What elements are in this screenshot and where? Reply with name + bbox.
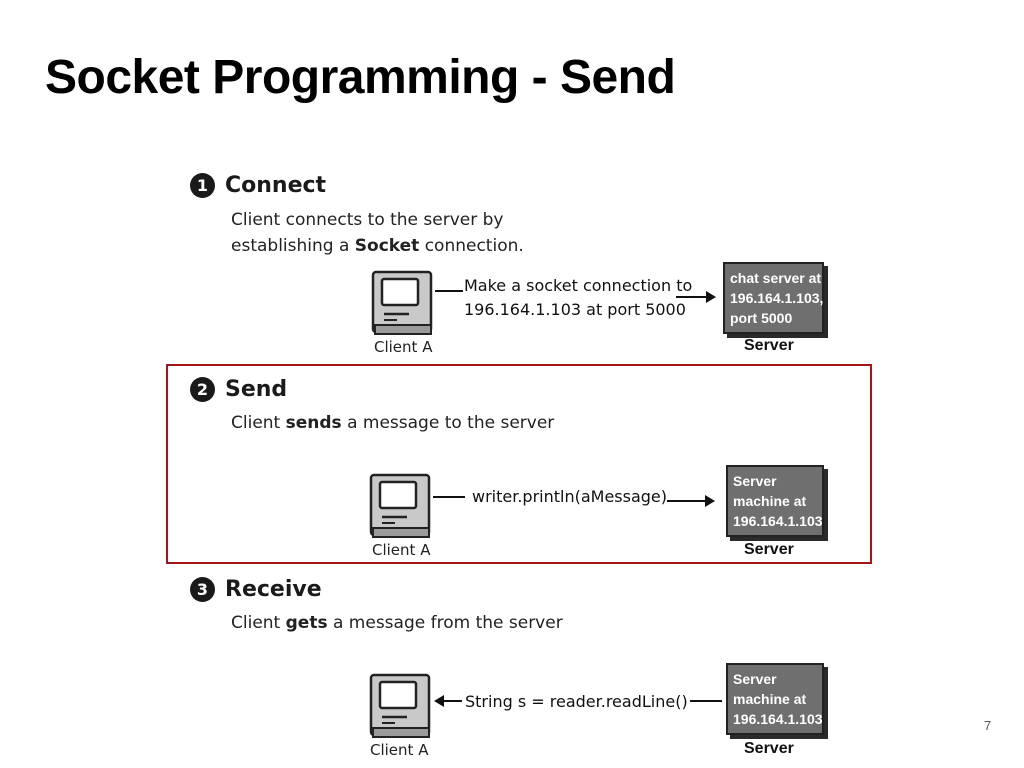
step-connect-heading: 1 Connect xyxy=(190,172,326,198)
description-line: establishing a Socket connection. xyxy=(231,236,524,256)
message-text: String s = reader.readLine() xyxy=(465,692,688,711)
connector-line xyxy=(433,496,465,498)
step-number-icon: 2 xyxy=(190,376,215,402)
slide-title: Socket Programming - Send xyxy=(45,51,676,104)
arrow-right-icon xyxy=(676,291,716,303)
arrow-left-icon xyxy=(434,695,462,707)
step-description: Client gets a message from the server xyxy=(231,610,563,636)
computer-icon xyxy=(369,673,431,738)
server-label: Server xyxy=(744,541,794,558)
client-label: Client A xyxy=(370,741,429,759)
server-label: Server xyxy=(744,740,794,757)
step-description: Client sends a message to the server xyxy=(231,410,554,436)
arrow-right-icon xyxy=(667,495,715,507)
computer-icon xyxy=(369,473,431,538)
message-text: writer.println(aMessage) xyxy=(472,487,668,506)
step-number-icon: 1 xyxy=(190,172,215,198)
message-text: Make a socket connection to 196.164.1.10… xyxy=(464,276,693,319)
server-label: Server xyxy=(744,337,794,354)
description-line: Client gets a message from the server xyxy=(231,613,563,633)
highlight-frame xyxy=(166,364,872,564)
client-label: Client A xyxy=(372,541,431,559)
server-icon: Server machine at 196.164.1.103 xyxy=(726,465,824,537)
step-title: Connect xyxy=(225,172,327,198)
computer-icon xyxy=(371,270,433,335)
page-number: 7 xyxy=(984,718,992,733)
server-icon: Server machine at 196.164.1.103 xyxy=(726,663,824,735)
connector-line xyxy=(690,700,722,702)
server-icon: chat server at 196.164.1.103, port 5000 xyxy=(723,262,824,334)
description-line: Client connects to the server by xyxy=(231,210,504,230)
description-line: Client sends a message to the server xyxy=(231,413,555,433)
client-label: Client A xyxy=(374,338,433,356)
step-title: Receive xyxy=(225,576,322,602)
step-description: Client connects to the server by establi… xyxy=(231,207,524,259)
connector-line xyxy=(435,290,463,292)
step-title: Send xyxy=(225,376,288,402)
step-receive-heading: 3 Receive xyxy=(190,576,322,602)
step-number-icon: 3 xyxy=(190,576,215,602)
step-send-heading: 2 Send xyxy=(190,376,287,402)
